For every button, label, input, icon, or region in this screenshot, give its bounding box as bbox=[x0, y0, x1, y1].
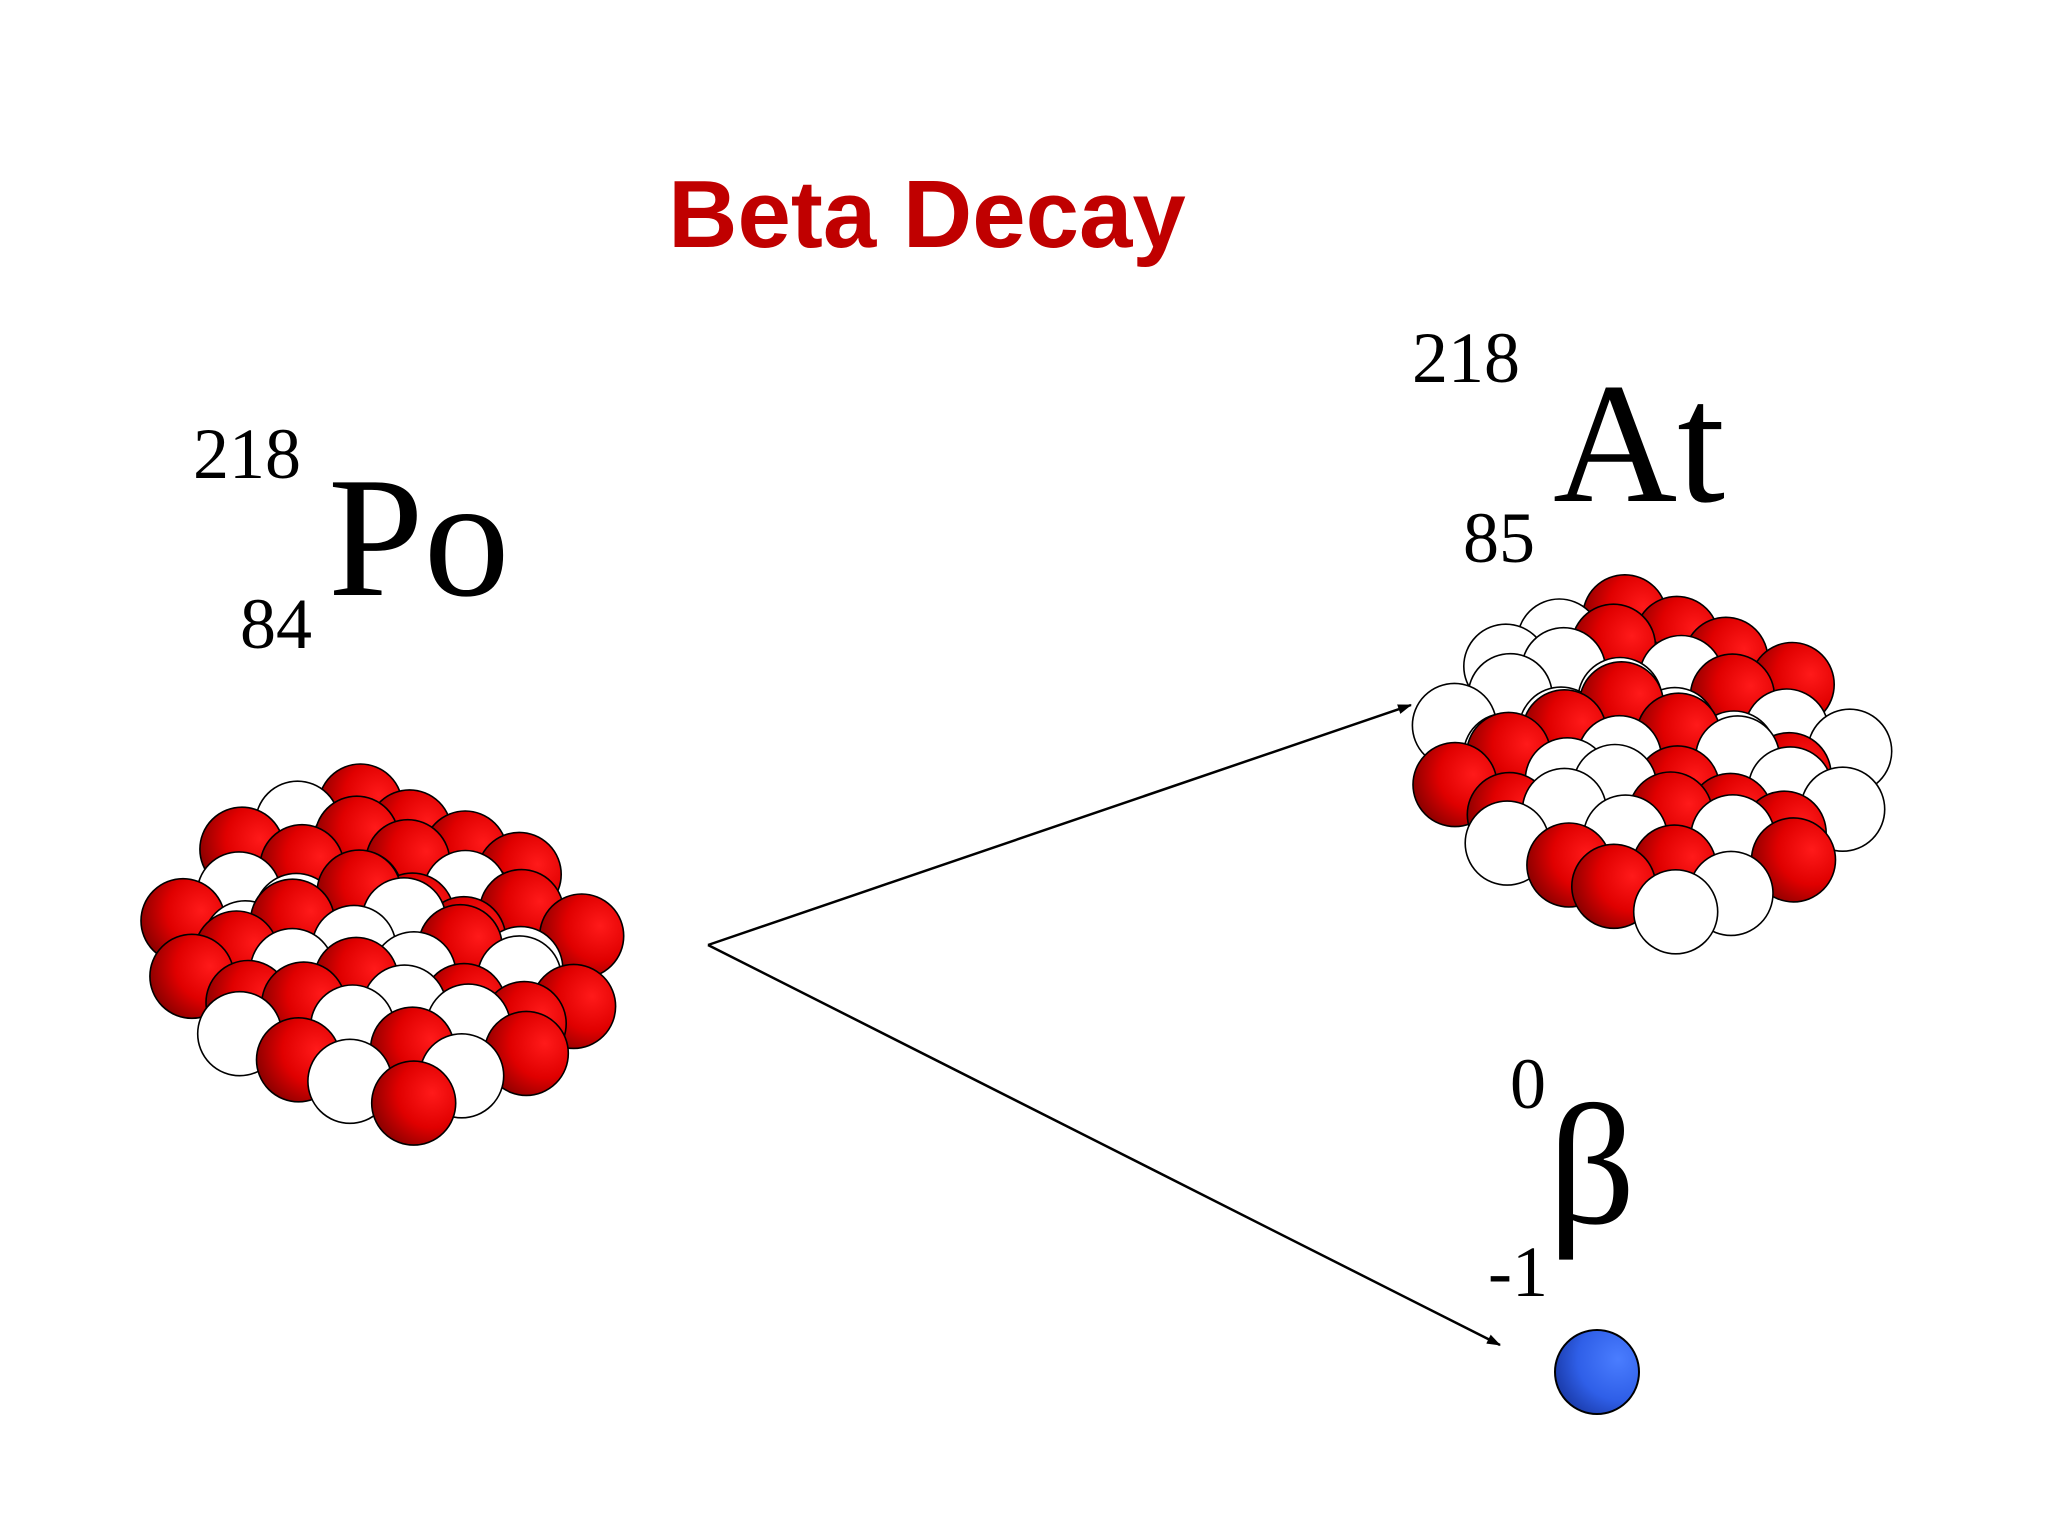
proton-ball bbox=[370, 1060, 457, 1146]
daughter-mass-number: 218 bbox=[1412, 318, 1520, 398]
arrow-to-beta-particle bbox=[707, 943, 1501, 1347]
parent-nucleus-icon bbox=[140, 763, 625, 1146]
arrow-to-daughter bbox=[707, 703, 1412, 947]
page-title: Beta Decay bbox=[668, 161, 1186, 268]
beta-mass-number: 0 bbox=[1510, 1044, 1546, 1124]
daughter-nucleus-icon bbox=[1411, 573, 1893, 955]
daughter-atomic-number: 85 bbox=[1463, 498, 1535, 578]
parent-mass-number: 218 bbox=[193, 414, 301, 494]
daughter-symbol: At bbox=[1553, 349, 1725, 539]
beta-symbol: β bbox=[1548, 1071, 1636, 1261]
parent-atomic-number: 84 bbox=[240, 584, 312, 664]
neutron-ball bbox=[1632, 868, 1719, 955]
beta-particle-icon bbox=[1554, 1329, 1640, 1415]
parent-symbol: Po bbox=[328, 443, 510, 633]
beta-atomic-number: -1 bbox=[1488, 1232, 1548, 1312]
